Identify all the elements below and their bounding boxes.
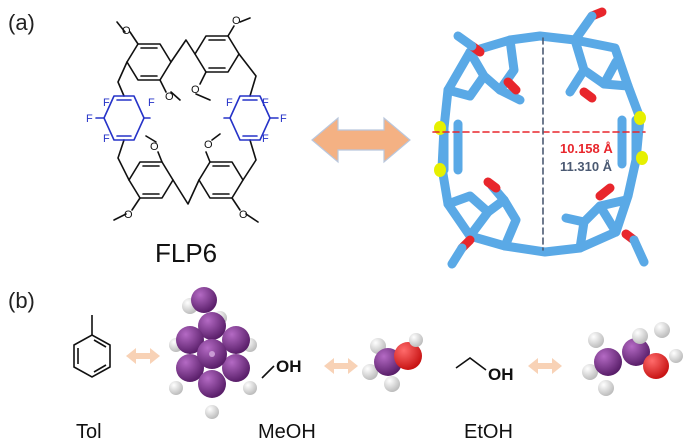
methoxy-oxygen: O [150,141,159,153]
toluene-spacefill-model [169,287,257,419]
methoxy-oxygen: O [124,209,133,221]
solvent-label-toluene: Tol [76,421,102,443]
panel-label-a: (a) [8,10,35,35]
methoxy-oxygen: O [204,139,213,151]
fluorine-atom: F [262,97,269,109]
fluorine-atom: F [103,97,110,109]
fluorine-atom: F [148,97,155,109]
ethanol-spacefill-model [582,322,683,396]
methoxy-oxygen: O [165,91,174,103]
hydroxyl-label: OH [488,365,514,384]
methoxy-oxygen: O [232,15,241,27]
fluorine-atom: F [280,113,287,125]
hydroxyl-label: OH [276,357,302,376]
double-arrow-icon [126,348,160,364]
flp6-name-label: FLP6 [155,238,217,268]
ethanol-skeletal: OH [455,357,514,384]
methoxy-oxygen: O [191,84,200,96]
solvent-label-methanol: MeOH [258,421,316,443]
distance-label-gray: 11.310 Å [560,159,613,174]
distance-label-red: 10.158 Å [560,141,613,156]
fluorine-atom: F [86,113,93,125]
solvent-label-ethanol: EtOH [464,421,513,443]
double-arrow-icon [324,358,358,374]
fluorine-atom: F [262,133,269,145]
double-arrow-icon [311,116,411,164]
methanol-spacefill-model [362,333,423,392]
fluorine-atom: F [103,133,110,145]
fluorine-atom: F [226,97,233,109]
methoxy-oxygen: O [239,209,248,221]
toluene-skeletal [73,315,111,378]
flp6-stick-model [432,7,649,269]
methoxy-oxygen: O [122,25,131,37]
double-arrow-icon [528,358,562,374]
flp6-skeletal-structure: O O O O O O O O F F F F F F F F [86,15,287,223]
panel-label-b: (b) [8,288,35,313]
methanol-skeletal: OH [261,357,302,379]
